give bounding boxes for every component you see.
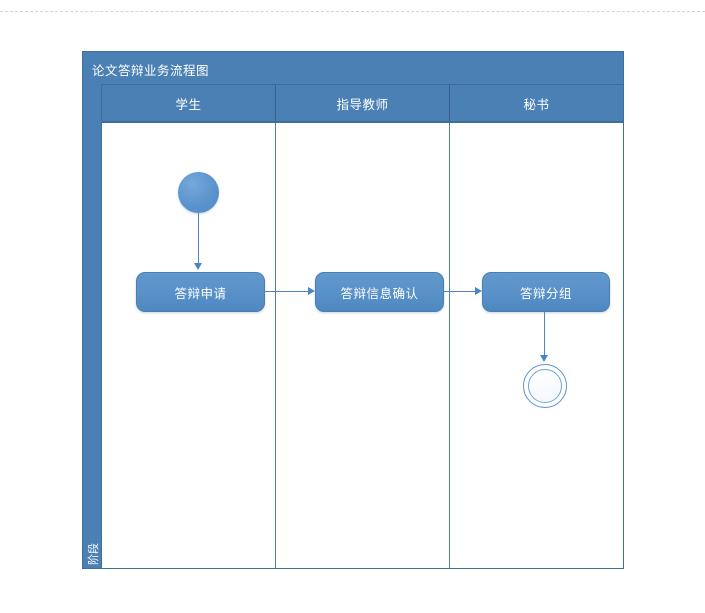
flow-start-to-apply-line xyxy=(198,213,200,265)
flow-group-to-end-line xyxy=(544,312,546,357)
phase-band-label: 阶段 xyxy=(88,543,100,565)
task-node-group-label: 答辩分组 xyxy=(519,286,572,301)
task-node-confirm-label: 答辩信息确认 xyxy=(340,286,419,301)
lane-header-row: 学生 指导教师 秘书 xyxy=(102,84,624,122)
diagram-title: 论文答辩业务流程图 xyxy=(92,64,210,78)
task-node-apply-label: 答辩申请 xyxy=(174,286,227,301)
top-divider xyxy=(0,11,705,12)
lane-header-secretary[interactable]: 秘书 xyxy=(450,85,623,121)
lane-header-secretary-label: 秘书 xyxy=(523,97,550,112)
flow-apply-to-confirm-arrowhead xyxy=(308,287,315,295)
lane-header-student-label: 学生 xyxy=(175,97,202,112)
task-node-apply[interactable]: 答辩申请 xyxy=(136,272,265,312)
lane-header-advisor[interactable]: 指导教师 xyxy=(276,85,450,121)
flow-group-to-end-arrowhead xyxy=(540,355,548,362)
flow-confirm-to-group-arrowhead xyxy=(475,287,482,295)
flow-apply-to-confirm-line xyxy=(265,291,309,293)
end-event-node[interactable] xyxy=(523,364,567,408)
diagram-title-bar: 论文答辩业务流程图 xyxy=(82,51,624,84)
task-node-confirm[interactable]: 答辩信息确认 xyxy=(315,272,444,312)
flow-confirm-to-group-line xyxy=(444,291,476,293)
swimlane-diagram: 论文答辩业务流程图 阶段 学生 指导教师 秘书 答辩申请 xyxy=(82,51,624,569)
task-node-group[interactable]: 答辩分组 xyxy=(482,272,610,312)
lane-column-secretary[interactable] xyxy=(450,123,623,568)
lane-header-advisor-label: 指导教师 xyxy=(336,97,389,112)
flow-start-to-apply-arrowhead xyxy=(194,263,202,270)
lane-column-student[interactable] xyxy=(102,123,276,568)
lane-column-advisor[interactable] xyxy=(276,123,450,568)
start-event-node[interactable] xyxy=(178,172,219,213)
lane-header-student[interactable]: 学生 xyxy=(102,85,276,121)
phase-band[interactable]: 阶段 xyxy=(82,84,102,569)
flow-layer: 答辩申请 答辩信息确认 答辩分组 xyxy=(82,51,624,569)
